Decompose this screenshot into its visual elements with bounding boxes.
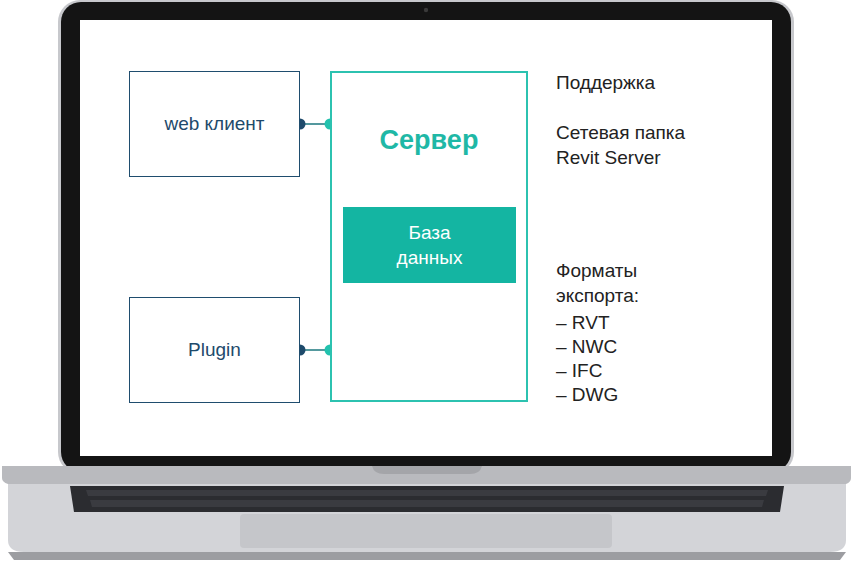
- node-text: База данных: [385, 220, 475, 270]
- lid-rim: [58, 0, 794, 474]
- lid-bezel: [61, 2, 791, 472]
- base-shadow: [8, 552, 846, 560]
- plugin-box: Plugin: [129, 297, 300, 403]
- side-note: – NWC: [556, 334, 676, 359]
- keyboard-row: [86, 490, 768, 496]
- database-box: База данных: [343, 207, 516, 283]
- server-box: СерверБаза данных: [330, 71, 528, 402]
- client-box: web клиент: [129, 71, 300, 177]
- side-note: – DWG: [556, 382, 676, 407]
- side-note: Сетевая папка Revit Server: [556, 120, 706, 170]
- keyboard: [70, 486, 784, 512]
- side-note: – RVT: [556, 310, 676, 335]
- node-text: Сервер: [380, 125, 479, 156]
- camera: [424, 8, 428, 12]
- side-note: Форматы экспорта:: [556, 258, 681, 308]
- trackpad: [240, 514, 612, 548]
- keyboard-row: [90, 500, 764, 507]
- node-text: web клиент: [164, 113, 264, 135]
- side-note: Поддержка: [556, 70, 756, 95]
- base: [8, 484, 846, 552]
- notch: [372, 466, 482, 474]
- screen: [80, 20, 772, 456]
- node-text: Plugin: [188, 339, 241, 361]
- side-note: – IFC: [556, 358, 676, 383]
- hinge-band: [2, 466, 851, 484]
